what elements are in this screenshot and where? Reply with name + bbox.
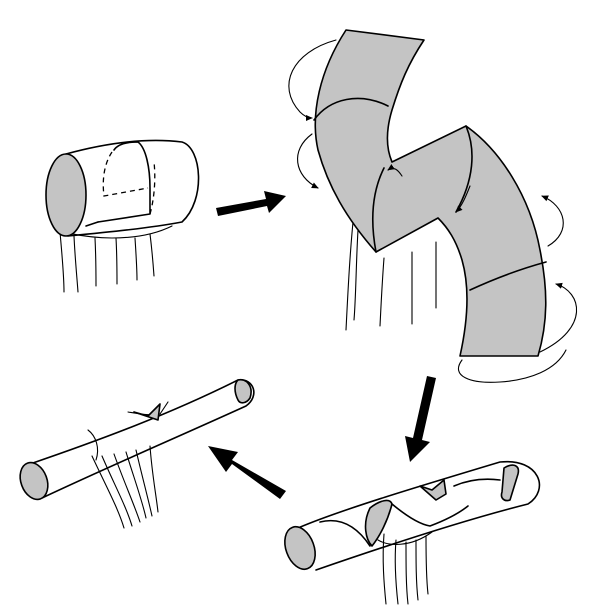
unfolded-strip-surface [314, 29, 547, 357]
fold-line-2 [371, 167, 385, 253]
arrow-3-up-left [208, 446, 286, 499]
stage-unfolded-strip [288, 29, 578, 383]
elongated-right-cap [234, 378, 252, 404]
fold-line-3 [455, 125, 473, 213]
spiral-muscle-fibers [377, 531, 433, 605]
incision-lower-line [85, 221, 99, 227]
elongated-wrap-line-2 [127, 401, 169, 416]
spiral-wrap-3 [453, 478, 501, 487]
fold-line-4 [469, 261, 547, 291]
elongated-cylinder-body [29, 379, 255, 499]
stage-elongated-cylinder [19, 378, 255, 529]
spiral-wrap-2 [391, 503, 469, 527]
elongated-wrap-line-1 [87, 429, 99, 461]
spiral-notch [419, 479, 447, 501]
strip-muscle-fibers [345, 211, 437, 331]
spiral-band-2 [500, 464, 520, 502]
spiral-band-1 [364, 499, 393, 547]
arrow-2-down [405, 376, 436, 462]
spiral-cylinder-body [297, 461, 541, 571]
elongated-muscle-fibers [91, 445, 159, 529]
cylinder-end-cap [45, 153, 87, 237]
incision-hidden-line [102, 151, 149, 197]
elongated-notch [133, 403, 161, 421]
spiral-wrap-1 [319, 519, 371, 547]
incision-flap [97, 141, 151, 223]
fold-line-1 [313, 97, 389, 121]
stage-cylinder-with-incision [45, 139, 200, 293]
spiral-end-cap [284, 525, 316, 571]
incision-hidden-line-2 [149, 161, 156, 215]
stage-spiral-wrapped-cylinder [284, 461, 541, 605]
rotation-arrows [288, 39, 578, 383]
arrow-1-right [216, 191, 286, 216]
elongated-left-cap [19, 461, 49, 501]
